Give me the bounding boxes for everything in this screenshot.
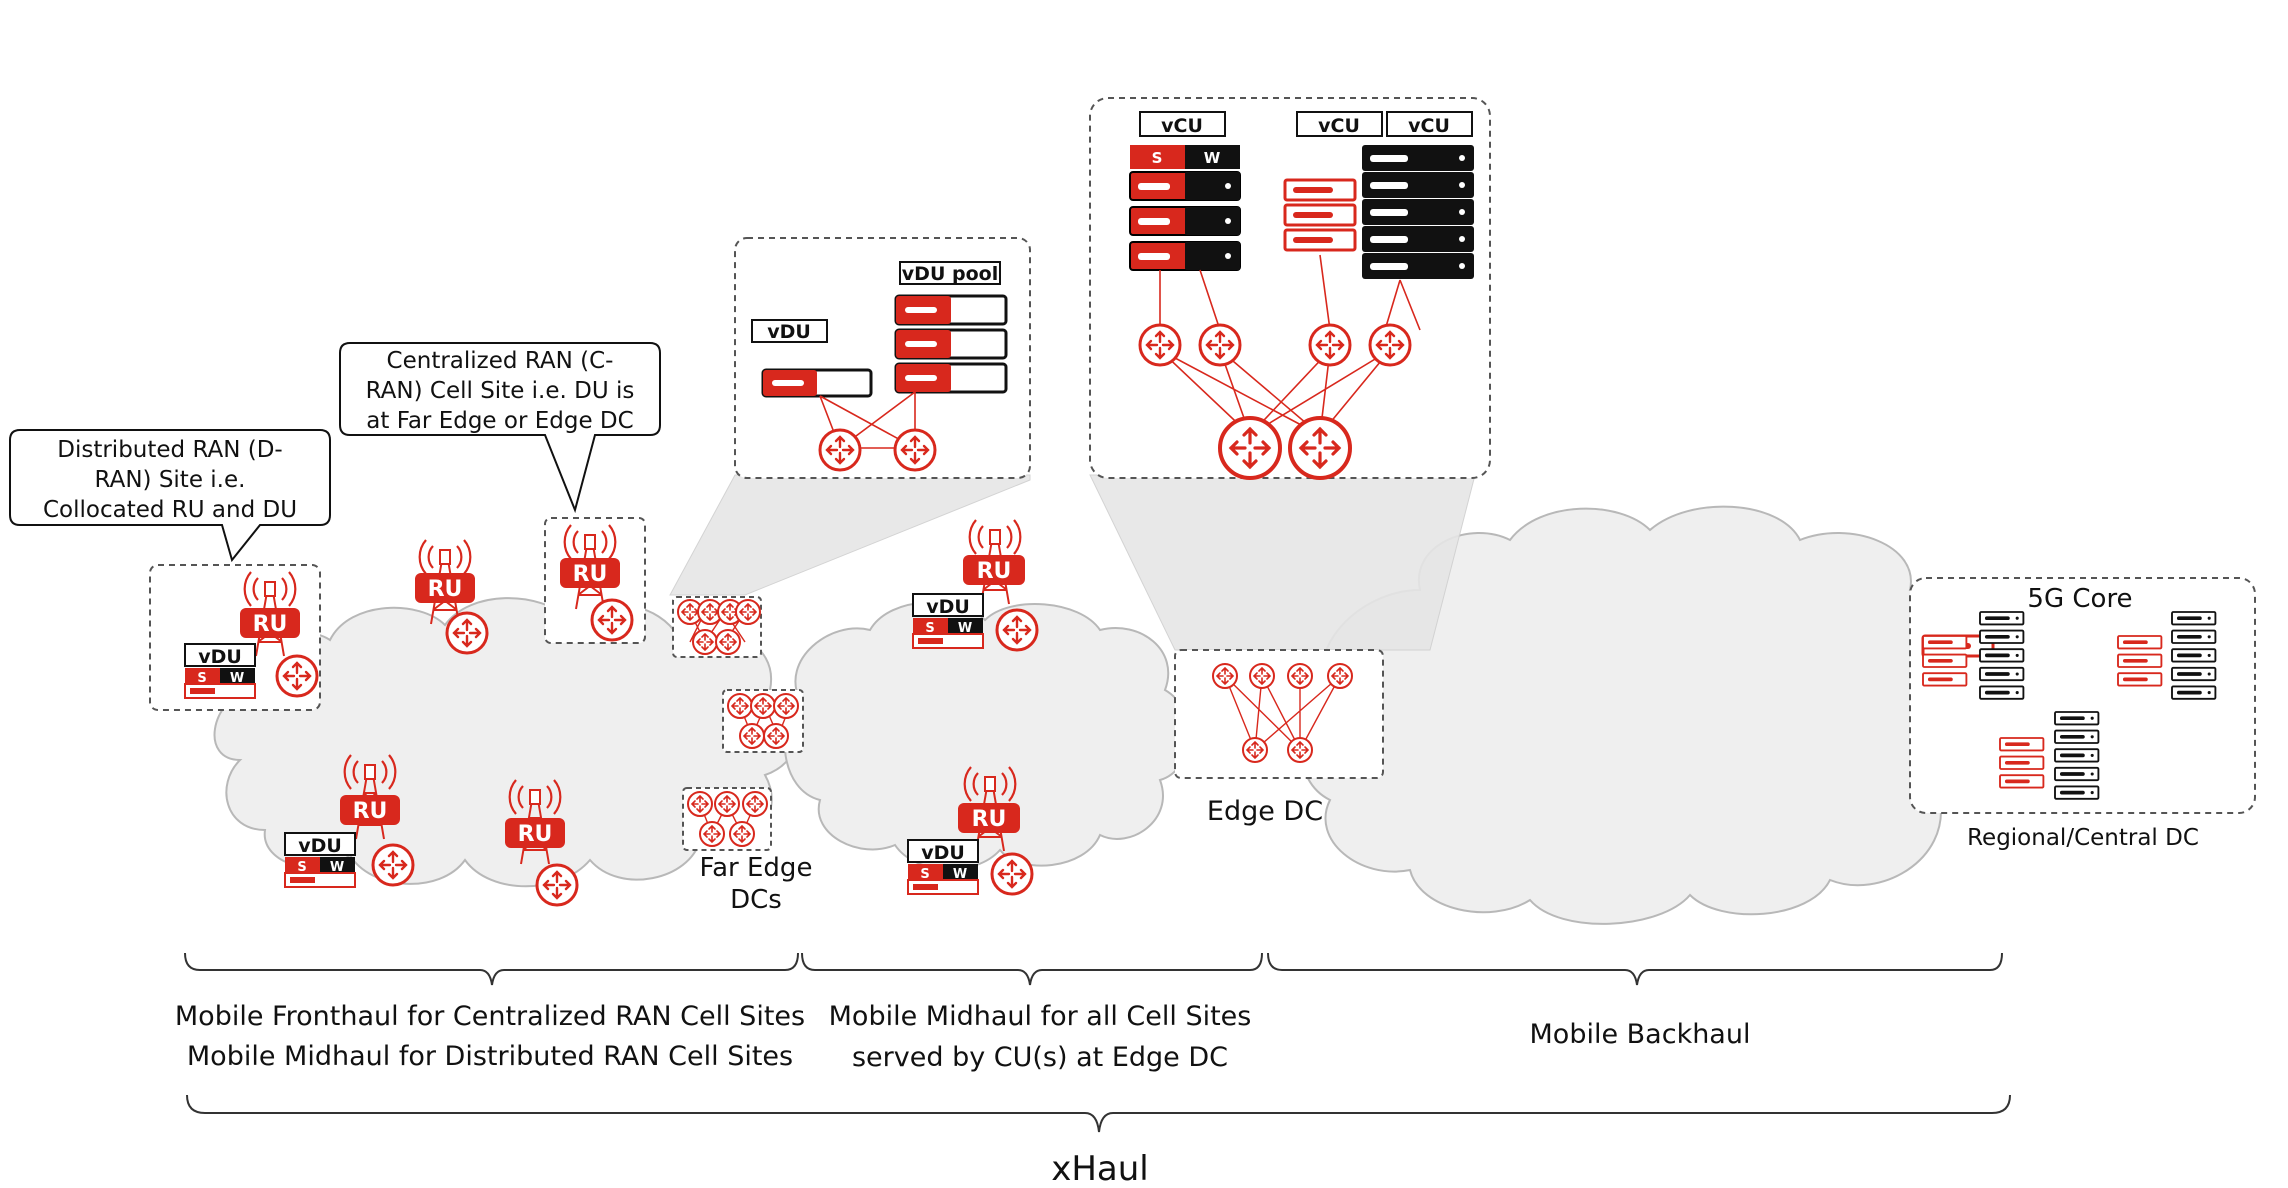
ru-badge: RU — [240, 608, 300, 638]
callout-cran-line2: RAN) Cell Site i.e. DU is — [366, 378, 635, 404]
svg-text:RU: RU — [972, 807, 1007, 832]
core-dc: 5G Core — [1909, 577, 2256, 814]
svg-text:RU: RU — [253, 612, 288, 637]
svg-text:S: S — [920, 867, 929, 882]
svg-text:vDU: vDU — [926, 596, 970, 618]
core-label: 5G Core — [2027, 584, 2132, 614]
callout-cran-line3: at Far Edge or Edge DC — [366, 408, 633, 434]
svg-text:S: S — [197, 671, 206, 686]
svg-text:RU: RU — [518, 822, 553, 847]
dran-site-midhaul-bottom: RU vDU S W — [907, 765, 1034, 896]
cran-site-top: RU — [415, 538, 489, 655]
far-edge-dc-2 — [722, 689, 804, 753]
cran-site-bottom-right: RU — [505, 778, 579, 907]
svg-text:RU: RU — [573, 562, 608, 587]
svg-text:vDU: vDU — [921, 842, 965, 864]
sw-server: S W — [184, 668, 256, 699]
svg-text:W: W — [1204, 149, 1221, 167]
fronthaul-label-2: Mobile Midhaul for Distributed RAN Cell … — [187, 1041, 793, 1072]
zoom-vdu-label: vDU — [767, 321, 811, 343]
svg-text:RU: RU — [977, 559, 1012, 584]
zoom-far-edge: vDU vDU pool — [734, 237, 1031, 479]
svg-text:W: W — [330, 860, 344, 875]
dran-site: RU vDU S W — [149, 564, 321, 711]
edge-dc — [1174, 649, 1384, 779]
brace-midhaul — [801, 952, 1263, 986]
svg-text:W: W — [953, 867, 967, 882]
svg-text:S: S — [925, 621, 934, 636]
zoom-beam-edge — [1089, 474, 1476, 651]
callout-dran-line2: RAN) Site i.e. — [95, 467, 246, 493]
brace-backhaul — [1267, 952, 2003, 986]
regional-dc-label: Regional/Central DC — [1967, 825, 2199, 851]
far-edge-dc-1 — [672, 596, 762, 658]
svg-text:RU: RU — [353, 799, 388, 824]
vdu-label: vDU — [198, 646, 242, 668]
svg-text:S: S — [1152, 149, 1163, 167]
brace-fronthaul — [184, 952, 799, 986]
callout-dran-line1: Distributed RAN (D- — [57, 437, 283, 463]
vcu-label-1: vCU — [1161, 115, 1203, 137]
svg-text:RU: RU — [428, 577, 463, 602]
callout-cran: Centralized RAN (C- RAN) Cell Site i.e. … — [339, 342, 661, 514]
callout-dran: Distributed RAN (D- RAN) Site i.e. Collo… — [9, 429, 331, 563]
svg-text:W: W — [230, 671, 244, 686]
midhaul-label-1: Mobile Midhaul for all Cell Sites — [829, 1001, 1252, 1032]
svg-text:W: W — [958, 621, 972, 636]
dran-site-bottom-left: RU vDU S W — [284, 753, 415, 888]
vcu-label-3: vCU — [1408, 115, 1450, 137]
cran-site-boxed: RU — [544, 517, 646, 644]
backhaul-label: Mobile Backhaul — [1530, 1019, 1751, 1050]
far-edge-label-1: Far Edge — [700, 853, 813, 883]
fronthaul-label-1: Mobile Fronthaul for Centralized RAN Cel… — [175, 1001, 805, 1032]
far-edge-dc-3 — [682, 787, 772, 851]
callout-cran-line1: Centralized RAN (C- — [387, 348, 614, 374]
dran-site-midhaul-top: RU vDU S W — [912, 518, 1039, 652]
callout-dran-line3: Collocated RU and DU — [43, 497, 297, 523]
edge-dc-label: Edge DC — [1207, 796, 1323, 827]
zoom-edge-dc: vCU vCU vCU S W — [1089, 97, 1491, 480]
brace-xhaul — [186, 1094, 2011, 1133]
vdu-pool-label: vDU pool — [902, 263, 998, 285]
svg-text:S: S — [297, 860, 306, 875]
xhaul-label: xHaul — [1051, 1149, 1149, 1188]
far-edge-label-2: DCs — [730, 885, 782, 915]
vcu-label-2: vCU — [1318, 115, 1360, 137]
midhaul-label-2: served by CU(s) at Edge DC — [852, 1042, 1228, 1073]
svg-text:vDU: vDU — [298, 835, 342, 857]
